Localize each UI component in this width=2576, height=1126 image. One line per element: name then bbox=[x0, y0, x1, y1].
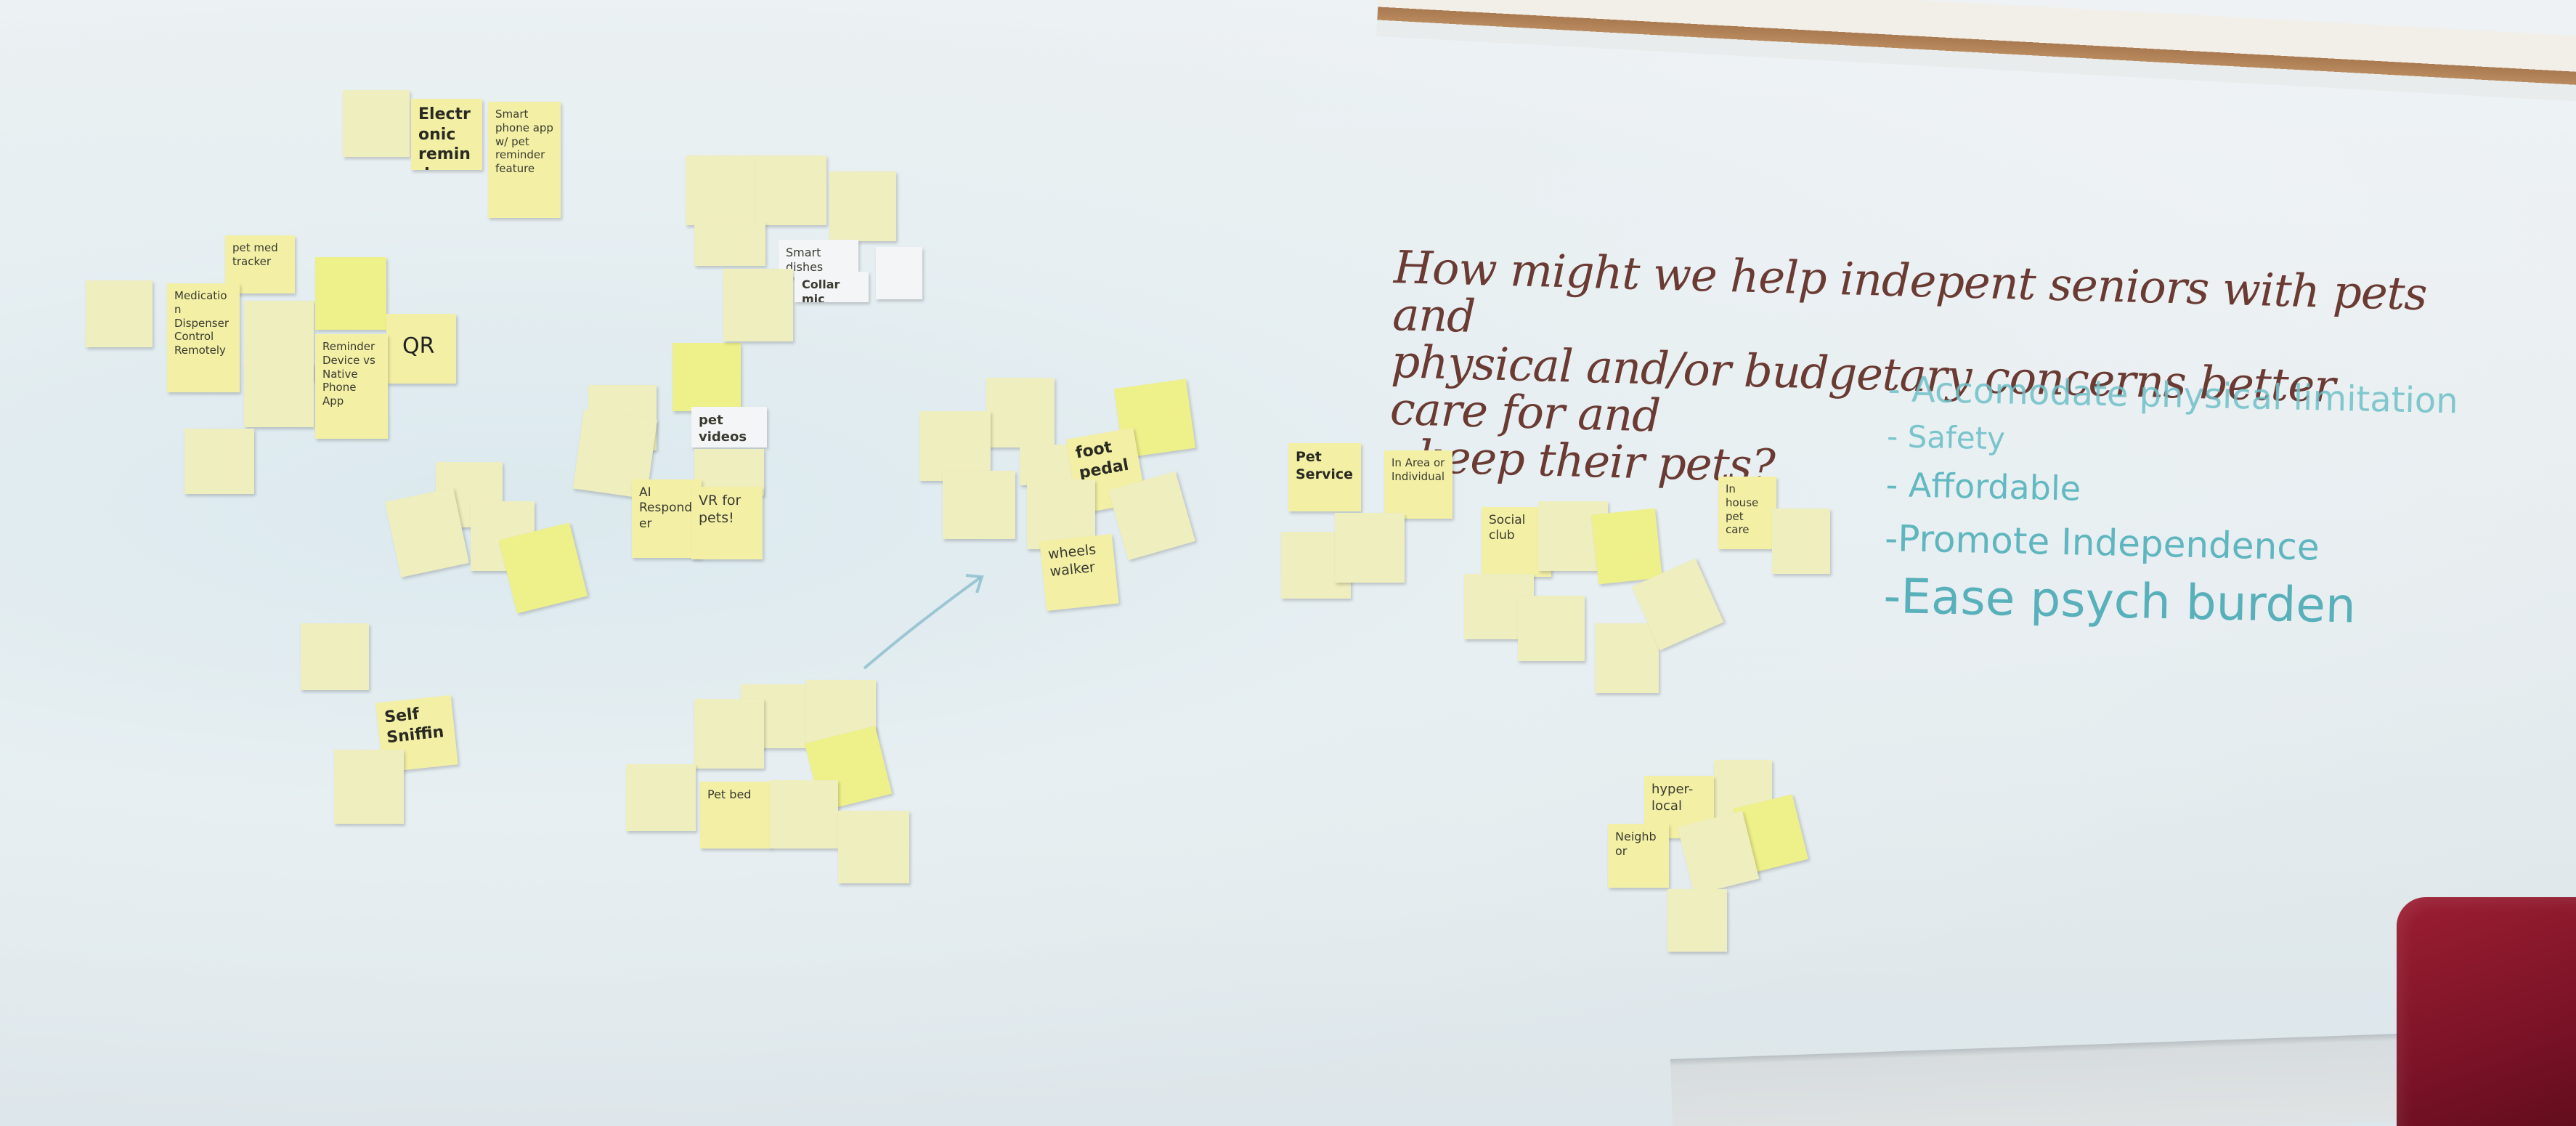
sticky-note bbox=[244, 363, 314, 427]
sticky-note bbox=[694, 699, 764, 769]
drawn-arrow-icon bbox=[863, 574, 984, 670]
sticky-note-in-area: In Area or Individual bbox=[1384, 450, 1452, 519]
sticky-note bbox=[694, 222, 765, 266]
sticky-note bbox=[919, 411, 991, 481]
criteria-list: - Accomodate physical limitation - Safet… bbox=[1882, 369, 2542, 634]
criteria-item: -Promote Independence bbox=[1884, 517, 2320, 569]
sticky-note bbox=[673, 343, 741, 411]
criteria-item: - Safety bbox=[1886, 418, 2006, 457]
sticky-note bbox=[1667, 889, 1727, 952]
sticky-note bbox=[343, 90, 410, 157]
sticky-note-electronic-reminder: Electronic reminder bbox=[411, 99, 482, 170]
sticky-note bbox=[626, 764, 696, 831]
criteria-item: -Ease psych burden bbox=[1882, 567, 2357, 634]
sticky-note-qr: QR bbox=[386, 314, 456, 384]
sticky-note bbox=[1591, 508, 1662, 585]
sticky-note bbox=[184, 429, 254, 494]
sticky-note-pet-videos: pet videos bbox=[691, 407, 767, 447]
sticky-note bbox=[1772, 509, 1830, 574]
sticky-note bbox=[334, 750, 404, 824]
sticky-note bbox=[838, 811, 909, 883]
sticky-note bbox=[1335, 513, 1405, 583]
sticky-note-smartphone-app: Smart phone app w/ pet reminder feature bbox=[488, 102, 561, 218]
sticky-note-neighbor: Neighbor bbox=[1608, 824, 1669, 888]
sticky-note-pet-bed: Pet bed bbox=[700, 782, 771, 848]
sticky-note-in-house-care: In house pet care bbox=[1718, 477, 1776, 549]
sticky-note bbox=[301, 623, 369, 690]
board-top-trim bbox=[1376, 0, 2576, 103]
sticky-note bbox=[1595, 623, 1659, 693]
sticky-note bbox=[876, 247, 922, 299]
sticky-note-pet-service: Pet Service bbox=[1288, 443, 1361, 511]
sticky-note bbox=[829, 171, 896, 241]
sticky-note bbox=[986, 378, 1055, 447]
sticky-note-collar-mic: Collar mic bbox=[795, 272, 869, 302]
sticky-note-ai-responder: AI Responder bbox=[632, 479, 702, 558]
sticky-note-medication-dispenser: Medication Dispenser Control Remotely bbox=[167, 283, 240, 392]
sticky-note-wheel-walker: wheels walker bbox=[1039, 534, 1119, 611]
sticky-note bbox=[686, 155, 758, 225]
sticky-note bbox=[943, 471, 1015, 539]
sticky-note bbox=[770, 780, 838, 848]
sticky-note bbox=[723, 269, 793, 341]
criteria-item: - Affordable bbox=[1885, 464, 2081, 509]
sticky-note bbox=[755, 155, 826, 225]
red-chair bbox=[2397, 897, 2576, 1126]
sticky-note-reminder-device: Reminder Device vs Native Phone App bbox=[315, 334, 388, 439]
sticky-note bbox=[315, 257, 386, 330]
sticky-note-vr-for-pets: VR for pets! bbox=[691, 487, 763, 559]
sticky-note bbox=[86, 280, 153, 347]
sticky-note bbox=[1518, 596, 1585, 661]
sticky-note bbox=[498, 522, 588, 614]
